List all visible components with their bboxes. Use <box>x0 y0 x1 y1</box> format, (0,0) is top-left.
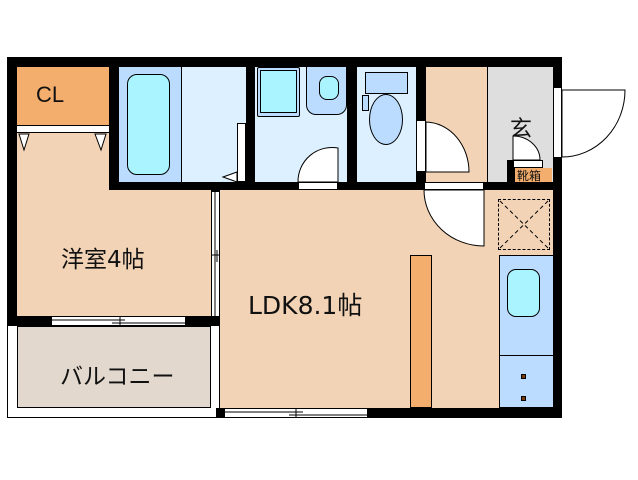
kitchen-sink-bowl <box>507 269 540 317</box>
outer-wall-right-upper <box>553 57 562 87</box>
shoe-cabinet <box>515 168 552 182</box>
toilet-bowl <box>369 94 403 145</box>
vanity-basin-inner <box>260 70 297 113</box>
closet-rail <box>17 125 109 133</box>
entrance-door-swing <box>561 89 626 158</box>
bathtub <box>127 74 170 175</box>
wall-ldk-bottom-left <box>216 408 225 418</box>
shoe-cabinet-door-swing <box>512 135 541 161</box>
kitchen-counter-island <box>410 255 432 408</box>
western-room-label: 洋室4帖 <box>61 247 145 273</box>
balcony-floor <box>17 326 211 408</box>
wall-western-balcony-right <box>185 316 220 326</box>
balcony-label: バルコニー <box>60 364 175 390</box>
outer-wall-right-lower <box>553 158 562 418</box>
ldk-floor <box>220 190 553 408</box>
washing-machine-basin <box>319 76 339 100</box>
wall-closet-bath <box>109 57 119 190</box>
bath-door-opening[interactable] <box>237 123 246 182</box>
closet-label: CL <box>36 82 65 107</box>
refrigerator-space <box>498 199 550 250</box>
bathroom-wash-area <box>182 67 246 182</box>
stove-knob-2 <box>521 396 526 401</box>
outer-wall-top <box>7 57 562 67</box>
wall-western-balcony <box>7 316 52 326</box>
washroom-door-swing <box>297 146 339 183</box>
closet-floor <box>17 67 109 125</box>
shoe-cabinet-label: 靴箱 <box>517 169 542 183</box>
toilet-paper-holder <box>362 95 369 111</box>
western-room-floor-upper <box>17 133 109 191</box>
bath-door-icon <box>221 171 238 183</box>
wall-western-ldk-top <box>211 182 220 192</box>
toilet-tank <box>365 72 408 94</box>
toilet-door-swing <box>425 121 470 173</box>
closet-door-right-icon <box>94 133 107 152</box>
kitchen-stove-counter <box>499 356 553 408</box>
wall-ldk-bottom-right <box>367 408 562 418</box>
closet-door-left-icon <box>18 133 30 152</box>
wall-bath-washroom <box>246 57 255 190</box>
stove-knob-1 <box>521 374 526 379</box>
wall-entrance-shoe <box>507 160 515 190</box>
balcony-outline <box>7 316 220 418</box>
wall-washroom-toilet <box>347 57 357 190</box>
outer-wall-left <box>7 57 17 326</box>
ldk-label: LDK8.1帖 <box>248 291 363 320</box>
entrance-label: 玄 <box>510 117 533 142</box>
balcony-window[interactable] <box>52 316 185 326</box>
hall-door-swing <box>423 189 485 247</box>
